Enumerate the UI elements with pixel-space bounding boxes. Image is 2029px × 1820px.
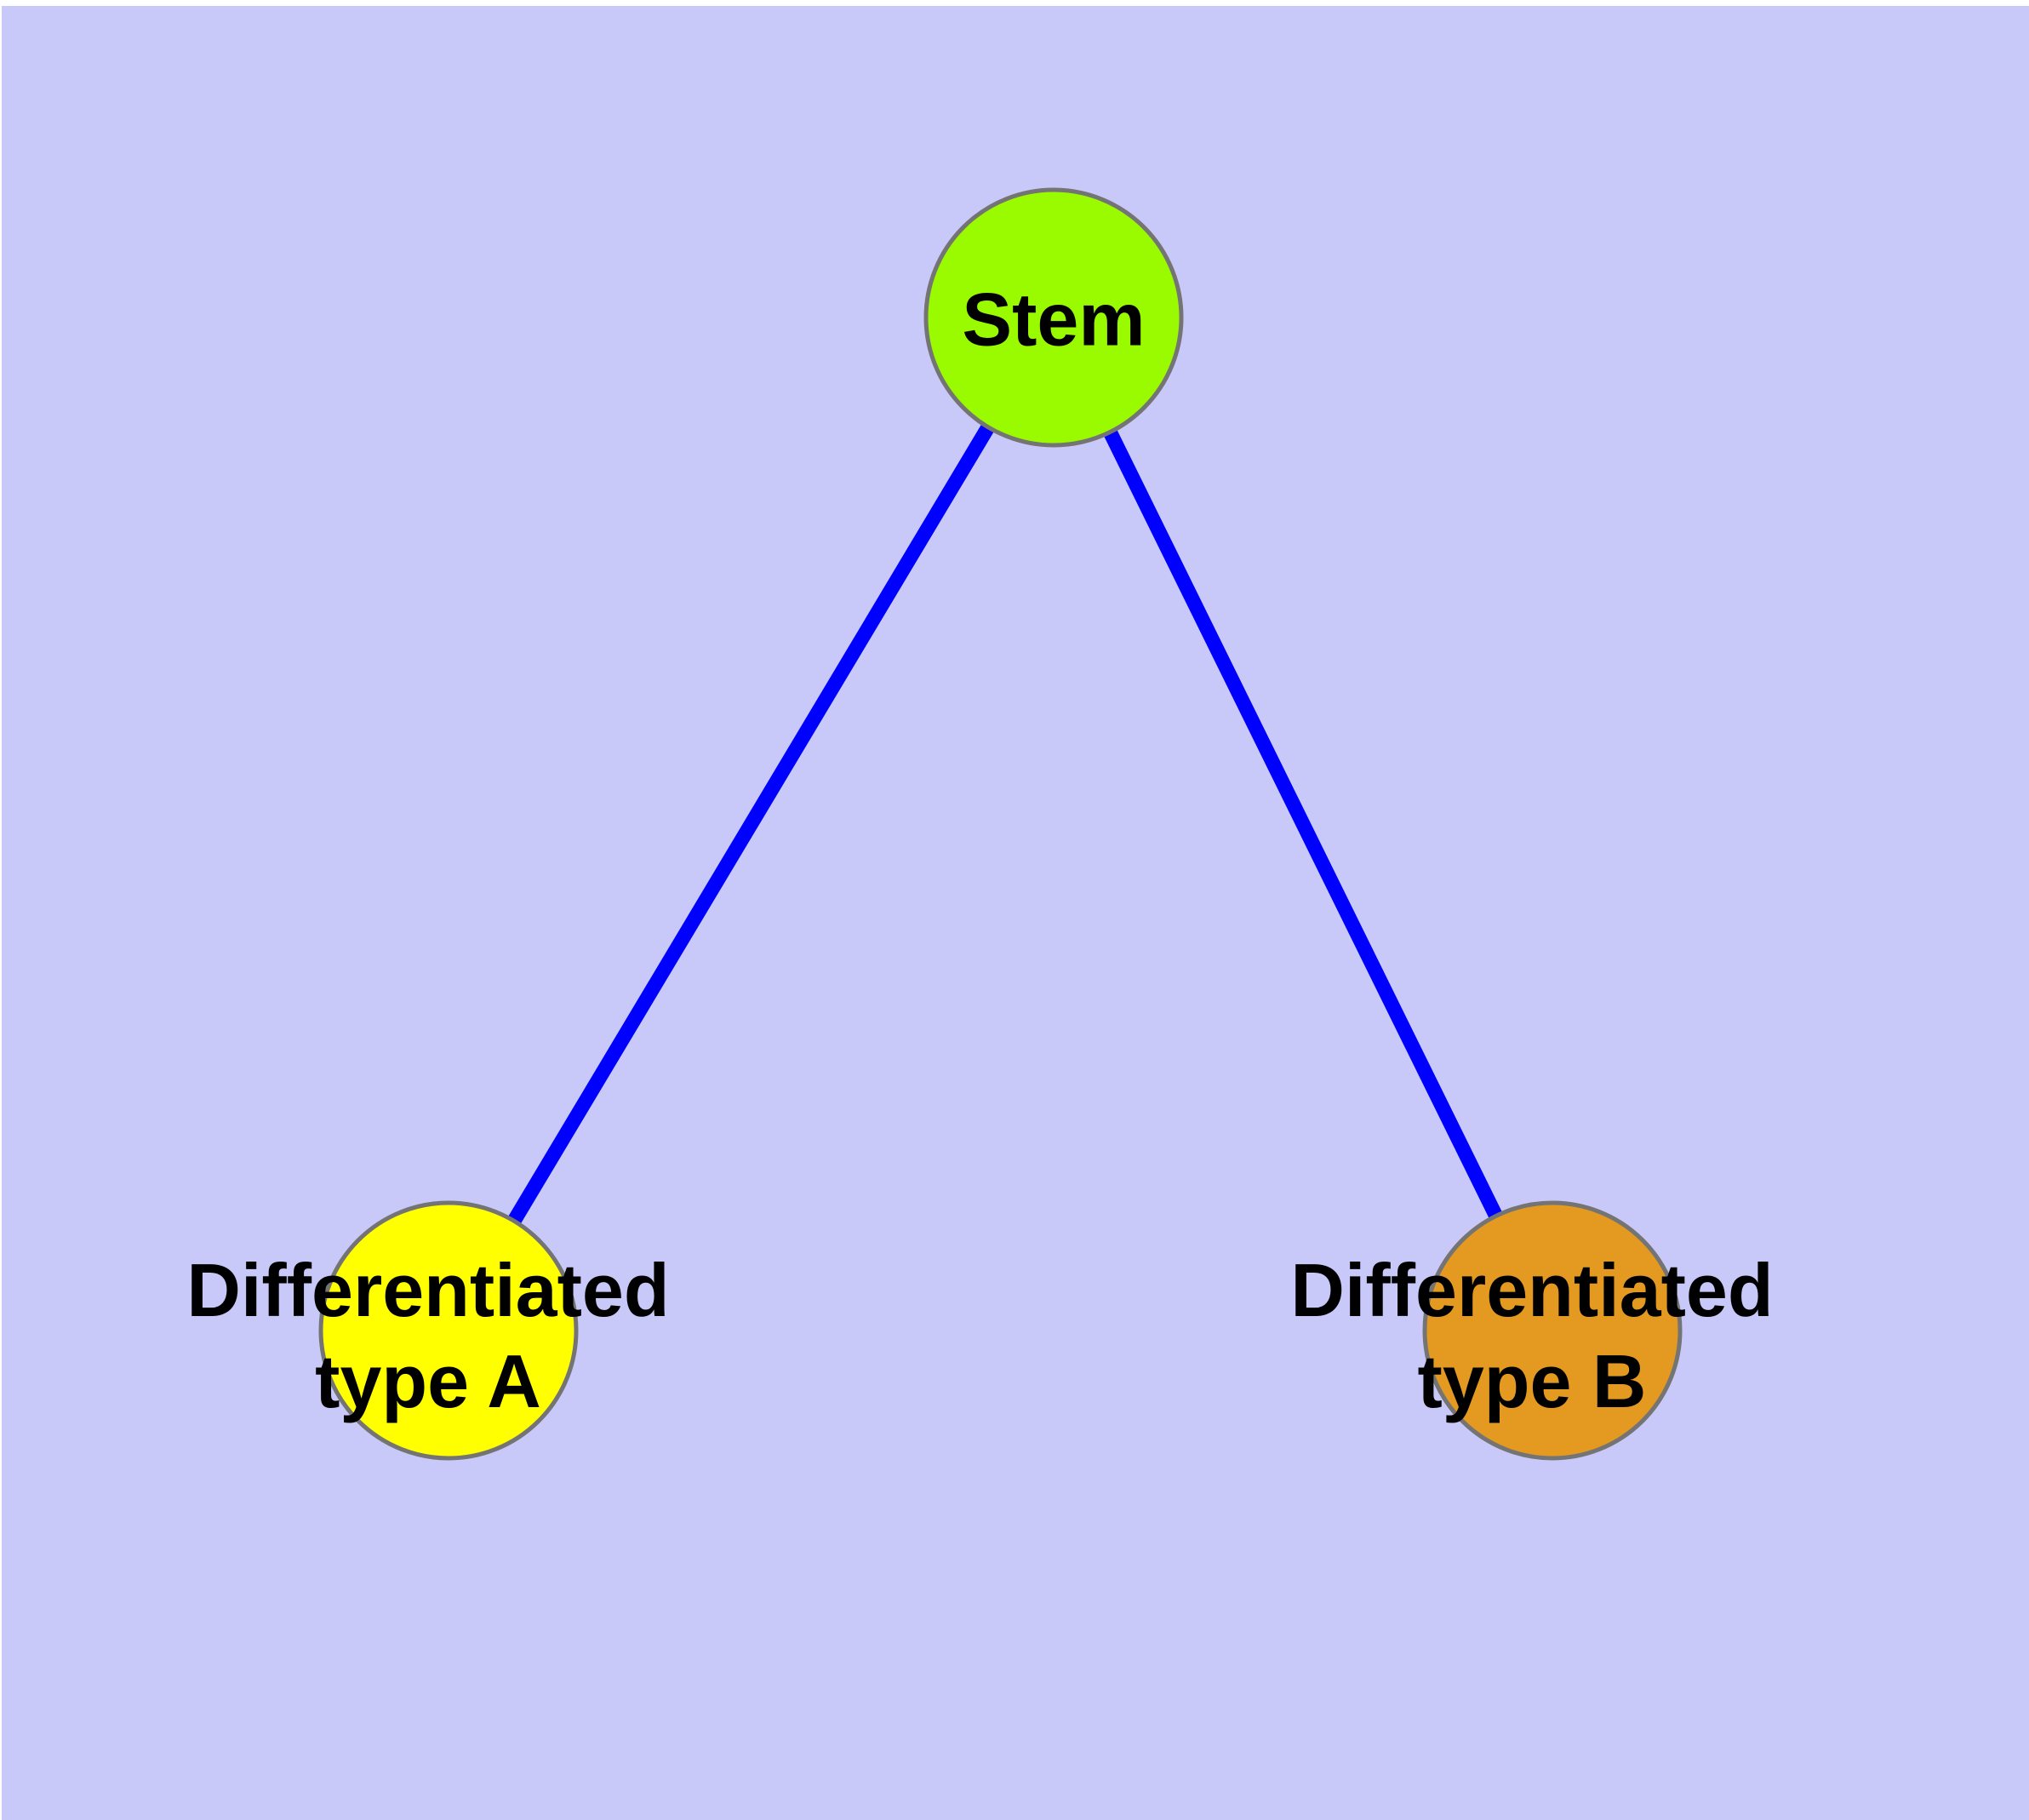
- node-type-a-label-line2: type A: [315, 1339, 541, 1423]
- left-edge-strip: [0, 0, 2, 1820]
- node-type-b-circle: [1422, 1200, 1683, 1461]
- node-type-b-label-line2: type B: [1417, 1339, 1647, 1423]
- node-type-a-label: Differentiated type A: [186, 1245, 669, 1427]
- edge-stem-to-type-b: [1047, 314, 1559, 1334]
- node-type-b-label-line1: Differentiated: [1290, 1248, 1774, 1332]
- node-type-b-label: Differentiated type B: [1290, 1245, 1773, 1427]
- node-stem-circle: [923, 187, 1184, 448]
- node-stem-label: Stem: [962, 277, 1146, 362]
- edge-stem-to-type-a: [442, 313, 1060, 1335]
- node-type-a-circle: [318, 1200, 579, 1461]
- top-edge-strip: [0, 0, 2029, 6]
- node-type-a-label-line1: Differentiated: [186, 1248, 670, 1332]
